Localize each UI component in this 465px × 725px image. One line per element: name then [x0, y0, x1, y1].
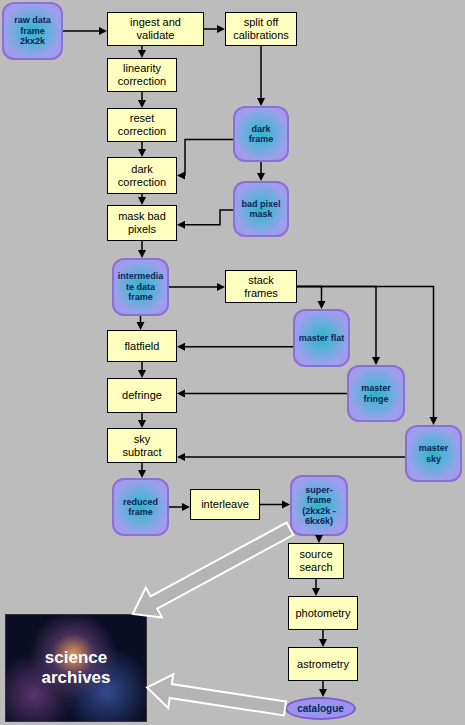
flow-arrow: [138, 46, 146, 58]
node-label: interleave: [201, 498, 249, 511]
node-label: flatfield: [125, 340, 160, 353]
flow-arrow: [315, 535, 323, 543]
node-label: master sky: [410, 443, 457, 464]
data-product: dark frame: [233, 106, 289, 162]
flow-arrow: [257, 162, 265, 181]
node-label: sky subtract: [114, 433, 170, 458]
flow-arrow: [169, 503, 190, 511]
flow-arrow: [177, 343, 293, 351]
flow-arrow: [312, 579, 320, 596]
node-label: master flat: [299, 333, 345, 343]
flow-arrow: [169, 283, 225, 291]
data-product: super-frame (2kx2k - 6kx6k): [290, 475, 348, 536]
process-box: mask bad pixels: [107, 205, 177, 241]
node-label: reset correction: [114, 112, 170, 137]
process-box: ingest and validate: [107, 12, 204, 46]
flow-arrow: [138, 362, 146, 378]
node-label: reduced frame: [117, 497, 164, 518]
flow-arrow: [260, 501, 290, 509]
flow-arrow: [147, 674, 286, 715]
process-box: astrometry: [288, 647, 358, 681]
process-box: reset correction: [107, 108, 177, 142]
node-label: super-frame (2kx2k - 6kx6k): [295, 485, 343, 526]
process-box: sky subtract: [107, 428, 177, 463]
data-product: raw data frame 2kx2k: [2, 2, 63, 60]
data-product: master sky: [405, 425, 462, 482]
flow-arrow: [138, 241, 146, 258]
node-label: defringe: [122, 389, 162, 402]
process-box: dark correction: [107, 157, 177, 194]
flow-arrow: [204, 25, 225, 33]
flow-arrow: [177, 453, 405, 461]
data-product: master fringe: [347, 365, 405, 422]
node-label: mask bad pixels: [114, 210, 170, 235]
process-box: defringe: [107, 378, 177, 413]
data-product: reduced frame: [112, 478, 169, 536]
data-product: master flat: [293, 309, 350, 367]
flow-arrow: [138, 463, 146, 478]
flow-arrow: [177, 210, 233, 229]
flow-arrow: [177, 390, 347, 398]
node-label: raw data frame 2kx2k: [7, 15, 58, 46]
data-product: bad pixel mask: [233, 181, 289, 237]
node-label: linearity correction: [114, 62, 170, 87]
process-box: linearity correction: [107, 58, 177, 92]
node-label: master fringe: [352, 383, 400, 404]
node-label: dark frame: [238, 124, 284, 145]
archive-image: science archives: [5, 614, 147, 722]
flow-arrow: [138, 194, 146, 205]
process-box: stack frames: [225, 270, 297, 303]
process-box: photometry: [288, 596, 358, 630]
process-box: interleave: [190, 489, 260, 520]
node-label: dark correction: [114, 163, 170, 188]
flow-arrow: [177, 140, 233, 180]
node-label: astrometry: [297, 658, 349, 671]
flow-arrow: [133, 523, 293, 618]
flow-arrow: [297, 287, 326, 310]
catalogue-oval: catalogue: [285, 697, 356, 720]
node-label: science archives: [20, 648, 132, 687]
flow-arrow: [319, 681, 327, 697]
node-label: catalogue: [297, 703, 344, 714]
flow-arrow: [138, 413, 146, 428]
flow-arrow: [137, 316, 145, 330]
process-box: source search: [288, 543, 344, 579]
node-label: split off calibrations: [232, 16, 290, 41]
flow-arrow: [257, 46, 265, 106]
flow-arrow: [138, 142, 146, 157]
flow-arrow: [138, 92, 146, 108]
flow-arrow: [63, 27, 107, 35]
process-box: split off calibrations: [225, 12, 297, 46]
process-box: flatfield: [107, 330, 177, 362]
node-label: stack frames: [232, 274, 290, 299]
node-label: ingest and validate: [114, 16, 197, 41]
node-label: photometry: [295, 607, 350, 620]
data-product: intermediate data frame: [112, 258, 169, 316]
node-label: intermediate data frame: [117, 271, 164, 302]
flow-arrow: [319, 630, 327, 647]
node-label: bad pixel mask: [238, 199, 284, 220]
node-label: source search: [295, 548, 337, 573]
